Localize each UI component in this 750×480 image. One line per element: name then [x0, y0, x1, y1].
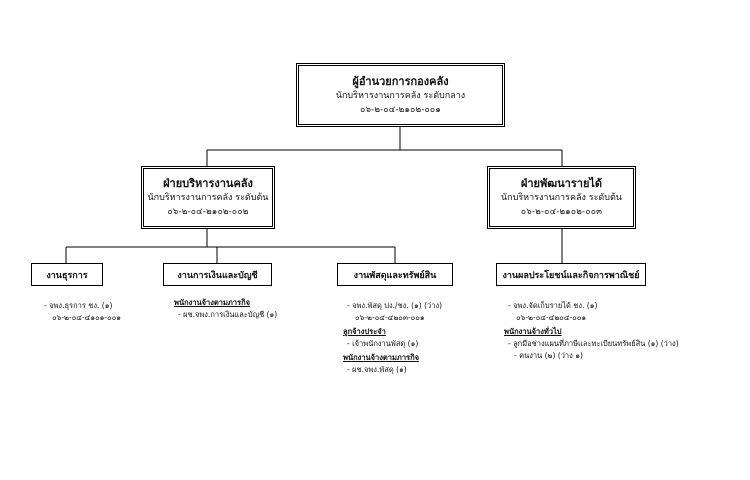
staff-line: - ผช.จพง.พัสดุ (๑) — [347, 365, 407, 374]
unit-title: งานผลประโยชน์และกิจการพาณิชย์ — [502, 270, 640, 281]
unit-box-general-admin: งานธุรการ — [31, 263, 103, 286]
staff-group-heading: พนักงานจ้างตามภารกิจ — [343, 353, 420, 362]
staff-line: - คนงาน (๒) (ว่าง ๑) — [514, 351, 583, 360]
position-code: ๐๖-๒-๐๔-๔๒๐๔-๐๐๑ — [516, 313, 587, 322]
staff-group-heading: พนักงานจ้างทั่วไป — [504, 327, 562, 336]
unit-box-supplies-assets: งานพัสดุและทรัพย์สิน — [337, 263, 453, 286]
division-position: นักบริหารงานการคลัง ระดับต้น — [501, 193, 622, 203]
staff-group-heading: ลูกจ้างประจำ — [343, 327, 386, 336]
staff-line: - จพง.ธุรการ ชง. (๑) — [44, 301, 113, 310]
staff-group-heading: พนักงานจ้างตามภารกิจ — [174, 298, 251, 307]
staff-line: - ผช.จพง.การเงินและบัญชี (๑) — [178, 310, 278, 319]
division-title: ฝ่ายบริหารงานคลัง — [163, 177, 253, 190]
division-box-revenue: ฝ่ายพัฒนารายได้ นักบริหารงานการคลัง ระดั… — [487, 166, 636, 229]
staff-line: - จพง.จัดเก็บรายได้ ชง. (๑) — [508, 301, 598, 310]
unit-title: งานธุรการ — [46, 270, 88, 281]
unit-title: งานพัสดุและทรัพย์สิน — [353, 270, 437, 281]
staff-line: - เจ้าพนักงานพัสดุ (๑) — [347, 339, 419, 348]
division-code: ๐๖-๒-๐๔-๒๑๐๒-๐๐๒ — [167, 207, 249, 217]
division-code: ๐๖-๒-๐๔-๒๑๐๒-๐๐๓ — [520, 207, 603, 217]
unit-box-benefits-commerce: งานผลประโยชน์และกิจการพาณิชย์ — [496, 263, 646, 286]
position-code: ๐๖-๒-๐๔-๔๒๐๓-๐๐๑ — [355, 313, 425, 322]
staff-list-supplies-assets: - จพง.พัสดุ ปง./ชง. (๑) (ว่าง) ๐๖-๒-๐๔-๔… — [343, 300, 442, 376]
director-code: ๐๖-๒-๐๔-๒๑๐๒-๐๐๑ — [360, 104, 441, 115]
division-position: นักบริหารงานการคลัง ระดับต้น — [147, 193, 269, 203]
unit-title: งานการเงินและบัญชี — [177, 270, 258, 281]
division-title: ฝ่ายพัฒนารายได้ — [520, 177, 603, 190]
staff-list-benefits-commerce: - จพง.จัดเก็บรายได้ ชง. (๑) ๐๖-๒-๐๔-๔๒๐๔… — [504, 300, 679, 362]
position-code: ๐๖-๒-๐๔-๔๑๐๑-๐๐๑ — [52, 313, 122, 322]
staff-line: - จพง.พัสดุ ปง./ชง. (๑) (ว่าง) — [347, 301, 443, 310]
division-box-finance-admin: ฝ่ายบริหารงานคลัง นักบริหารงานการคลัง ระ… — [141, 166, 275, 229]
unit-box-finance-accounting: งานการเงินและบัญชี — [163, 263, 272, 286]
staff-list-general-admin: - จพง.ธุรการ ชง. (๑) ๐๖-๒-๐๔-๔๑๐๑-๐๐๑ — [40, 300, 121, 324]
staff-list-finance-accounting: พนักงานจ้างตามภารกิจ - ผช.จพง.การเงินและ… — [174, 297, 277, 321]
director-title: ผู้อำนวยการกองคลัง — [352, 74, 449, 88]
director-box: ผู้อำนวยการกองคลัง นักบริหารงานการคลัง ร… — [296, 63, 505, 127]
director-position: นักบริหารงานการคลัง ระดับกลาง — [335, 90, 466, 101]
staff-line: - ลูกมือช่างแผนที่ภาษีและทะเบียนทรัพย์สิ… — [508, 339, 679, 348]
